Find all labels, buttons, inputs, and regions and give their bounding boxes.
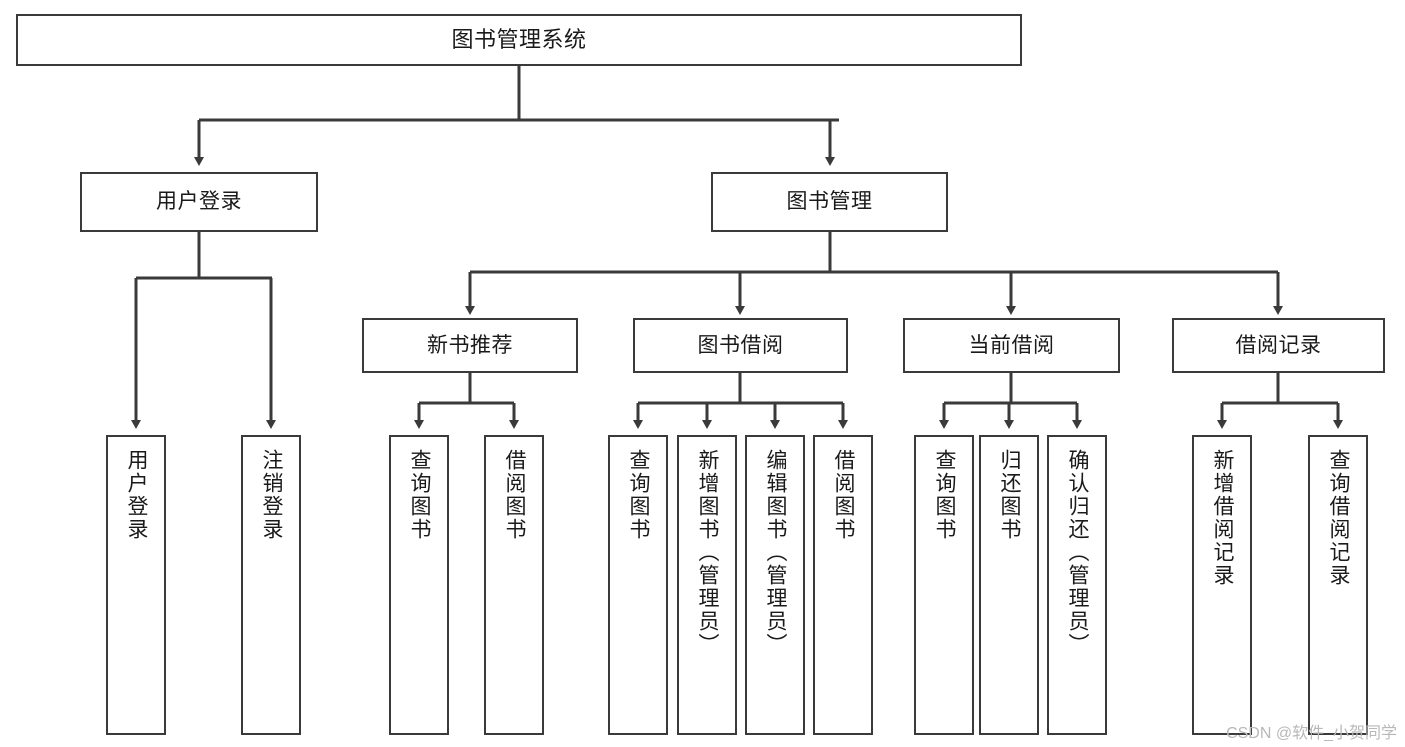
node-label: 新增借阅记录 [1211,449,1235,587]
leaf-current-borrow-return[interactable]: 归还图书 [979,435,1039,735]
node-label: 查询借阅记录 [1327,449,1351,587]
node-label: 查询图书 [933,449,957,541]
leaf-current-borrow-confirm[interactable]: 确认归还（管理员） [1047,435,1107,735]
leaf-new-book-query[interactable]: 查询图书 [389,435,449,735]
leaf-current-borrow-query[interactable]: 查询图书 [914,435,974,735]
node-book-management[interactable]: 图书管理 [711,172,948,232]
node-label: 图书管理系统 [451,26,587,52]
node-label: 确认归还（管理员） [1066,449,1090,656]
watermark: CSDN @软件_小贺同学 [1226,725,1397,742]
node-label: 借阅图书 [832,449,856,541]
node-label: 编辑图书（管理员） [764,449,788,656]
node-current-borrow[interactable]: 当前借阅 [903,318,1120,373]
node-user-login[interactable]: 用户登录 [80,172,318,232]
node-label: 图书管理 [786,190,873,214]
node-label: 查询图书 [627,449,651,541]
node-book-borrow[interactable]: 图书借阅 [633,318,848,373]
node-label: 新增图书（管理员） [696,449,720,656]
node-label: 查询图书 [408,449,432,541]
node-label: 借阅记录 [1235,333,1322,357]
node-label: 当前借阅 [968,333,1055,357]
node-label: 图书借阅 [697,333,784,357]
leaf-user-login-signout[interactable]: 注销登录 [241,435,301,735]
node-label: 新书推荐 [427,333,513,357]
node-new-book-recommend[interactable]: 新书推荐 [362,318,578,373]
node-label: 用户登录 [156,190,242,214]
leaf-borrow-record-add[interactable]: 新增借阅记录 [1192,435,1252,735]
leaf-new-book-borrow[interactable]: 借阅图书 [484,435,544,735]
leaf-book-borrow-lend[interactable]: 借阅图书 [813,435,873,735]
leaf-book-borrow-add[interactable]: 新增图书（管理员） [677,435,737,735]
leaf-book-borrow-edit[interactable]: 编辑图书（管理员） [745,435,805,735]
leaf-borrow-record-query[interactable]: 查询借阅记录 [1308,435,1368,735]
leaf-user-login-signin[interactable]: 用户登录 [106,435,166,735]
node-label: 注销登录 [260,449,284,541]
node-label: 归还图书 [998,449,1022,541]
node-label: 借阅图书 [503,449,527,541]
node-label: 用户登录 [125,449,149,541]
node-root-system[interactable]: 图书管理系统 [16,14,1022,66]
leaf-book-borrow-query[interactable]: 查询图书 [608,435,668,735]
node-borrow-record[interactable]: 借阅记录 [1172,318,1385,373]
